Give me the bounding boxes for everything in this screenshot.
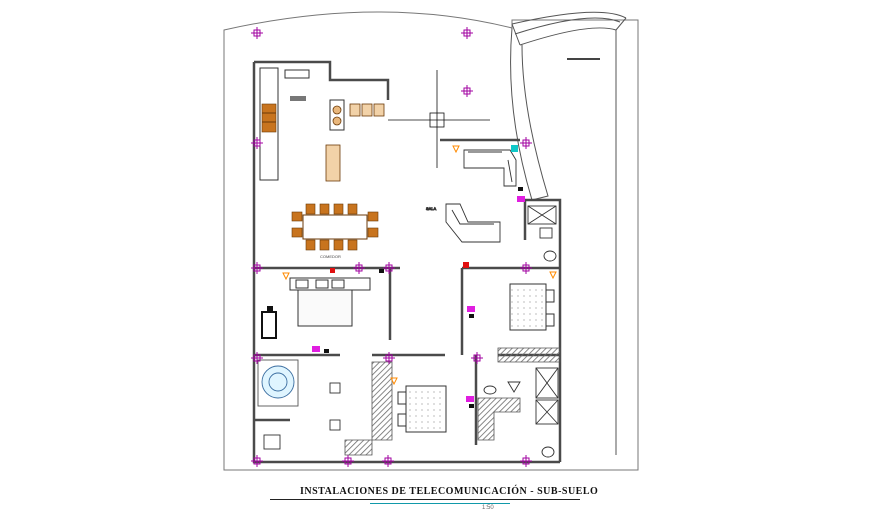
junction-point bbox=[251, 27, 532, 467]
drawing-scale: 1:50 bbox=[482, 505, 494, 511]
outlet-black bbox=[267, 187, 523, 408]
living-sofas: SALA bbox=[426, 149, 517, 243]
drawing-title: INSTALACIONES DE TELECOMUNICACIÓN - SUB-… bbox=[300, 486, 599, 497]
marker-orange bbox=[282, 145, 557, 386]
bathrooms bbox=[257, 205, 559, 458]
master-bedroom bbox=[509, 283, 555, 331]
outer-boundary bbox=[223, 11, 639, 471]
bedroom-2 bbox=[397, 385, 447, 433]
outlet-magenta bbox=[312, 196, 525, 402]
dining-table: COMEDOR bbox=[291, 203, 379, 259]
dining-label: COMEDOR bbox=[320, 254, 341, 259]
title-scale-line bbox=[370, 503, 510, 504]
title-underline bbox=[270, 499, 580, 500]
outlet-red bbox=[330, 262, 469, 273]
cad-crosshair bbox=[388, 70, 490, 168]
hatched-masonry bbox=[344, 347, 561, 456]
telecom-outlets bbox=[251, 27, 557, 467]
kitchen bbox=[259, 67, 385, 182]
living-label: SALA bbox=[426, 206, 437, 211]
bedroom-1 bbox=[261, 277, 371, 339]
curved-terrace bbox=[510, 11, 627, 455]
sensor-cyan bbox=[511, 145, 518, 152]
